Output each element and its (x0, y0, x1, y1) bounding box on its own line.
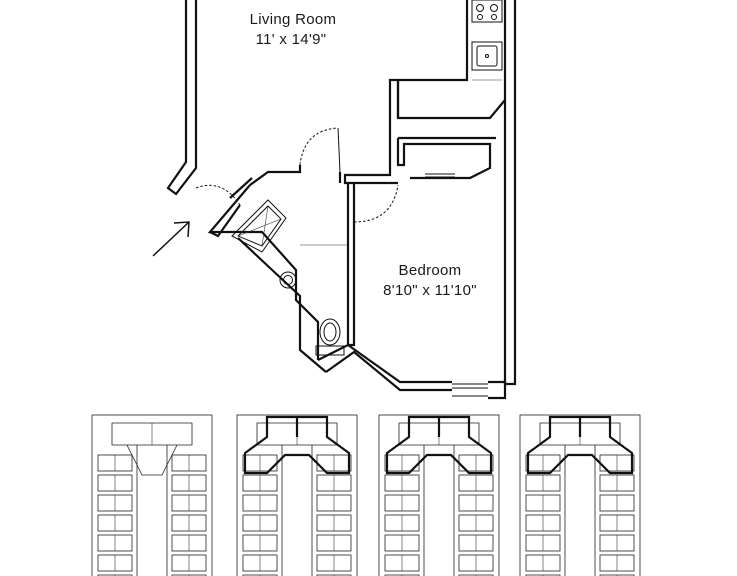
key-plan-3 (378, 414, 500, 576)
bath-fixtures (231, 199, 348, 356)
bedroom-size: 8'10" x 11'10" (383, 282, 477, 299)
key-plans (91, 414, 641, 576)
living-room-name: Living Room (250, 11, 337, 28)
bedroom-name: Bedroom (399, 262, 462, 279)
exterior-walls (166, 0, 517, 400)
key-plan-1 (91, 414, 213, 576)
key-plan-4 (519, 414, 641, 576)
key-plan-2 (236, 414, 358, 576)
entry-arrow-icon (152, 221, 190, 257)
doors (195, 127, 455, 223)
unit-plan: Living Room 11' x 14'9" Bedroom 8'10" x … (152, 0, 517, 400)
living-room-size: 11' x 14'9" (256, 31, 327, 48)
kitchen-fixtures (471, 0, 503, 81)
